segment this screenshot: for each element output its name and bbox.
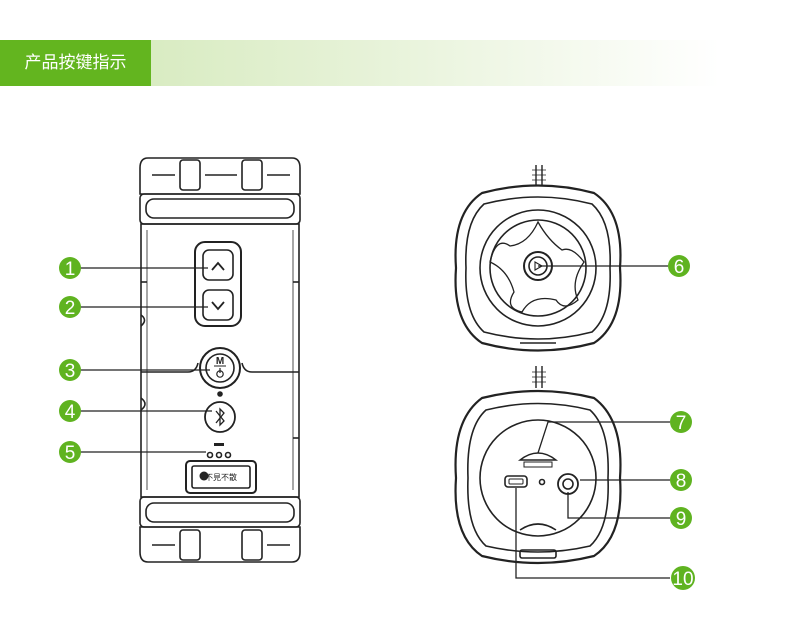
mode-label: M — [216, 356, 224, 367]
up-arrow-icon — [211, 261, 225, 271]
svg-text:5: 5 — [65, 443, 76, 464]
speaker-top-view — [454, 165, 622, 352]
callout-4: 4 — [59, 400, 81, 423]
svg-text:6: 6 — [674, 257, 685, 278]
speaker-front-view — [139, 157, 301, 563]
callout-10: 10 — [671, 566, 695, 590]
callout-2: 2 — [59, 296, 81, 319]
callout-3: 3 — [59, 359, 81, 382]
callout-9: 9 — [670, 507, 692, 530]
speaker-bottom-view — [454, 366, 622, 565]
svg-text:9: 9 — [676, 509, 687, 530]
brand-label: 不見不散 — [205, 472, 237, 482]
callout-6: 6 — [668, 255, 690, 278]
down-arrow-icon — [211, 301, 225, 311]
svg-text:7: 7 — [676, 413, 687, 434]
svg-text:1: 1 — [65, 259, 76, 280]
callout-markers: 1 2 3 4 5 6 7 8 9 10 — [59, 255, 695, 590]
page-title: 产品按键指示 — [0, 40, 151, 86]
svg-text:4: 4 — [65, 402, 76, 423]
callout-7: 7 — [670, 411, 692, 434]
svg-text:8: 8 — [676, 471, 687, 492]
callout-8: 8 — [670, 469, 692, 492]
svg-text:3: 3 — [65, 361, 76, 382]
callout-5: 5 — [59, 441, 81, 464]
callout-1: 1 — [59, 257, 81, 280]
leader-lines — [80, 265, 670, 579]
svg-text:10: 10 — [672, 569, 693, 590]
svg-text:2: 2 — [65, 298, 76, 319]
